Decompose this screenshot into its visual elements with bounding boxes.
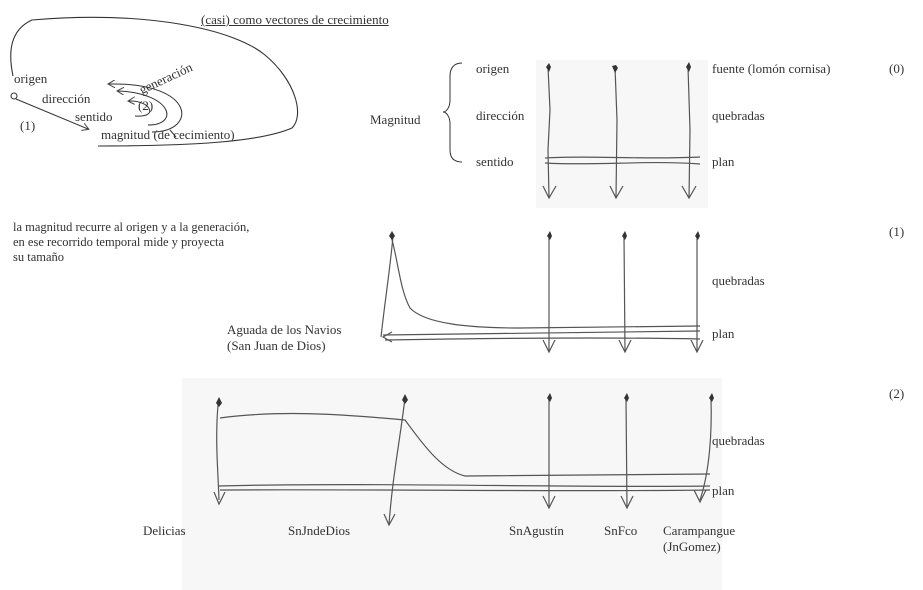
diagram0-right-quebradas: quebradas [712,108,765,123]
diagram1-left-label-line-2: (San Juan de Dios) [227,338,326,353]
concept-step-2: (2) [138,98,154,113]
diagram1-right-plan: plan [712,326,735,341]
diagram0-left-sentido: sentido [476,154,514,169]
diagram0-sources [546,62,691,73]
concept-step-1: (1) [20,118,36,133]
diagram0-bracket [442,62,463,163]
diagram0-right-fuente: fuente (lomón cornisa) [712,61,831,76]
concept-direction-label: dirección [42,91,91,106]
place-delicias: Delicias [143,523,186,538]
diagram2-number: (2) [889,386,905,401]
page-title: (casi) como vectores de crecimiento [201,12,389,27]
concept-note-line-1: la magnitud recurre al origen y a la gen… [13,220,250,234]
diagram2-right-plan: plan [712,483,735,498]
diagram1-right-quebradas: quebradas [712,273,765,288]
concept-sense-label: sentido [75,109,113,124]
diagram2-right-quebradas: quebradas [712,433,765,448]
place-snagustin: SnAgustín [509,523,564,538]
diagram0-left-direccion: dirección [476,108,525,123]
diagram1-number: (1) [889,224,905,239]
diagram0-lines [542,66,701,200]
place-jngomez: (JnGomez) [663,539,721,554]
diagram0-left-origen: origen [476,61,510,76]
diagram0-number: (0) [889,61,905,76]
diagram2-sources [216,393,714,407]
place-carampangue: Carampangue [663,523,736,538]
concept-magnitude-label: magnitud (de cecimiento) [101,127,235,142]
concept-loop [10,16,299,147]
diagram1-lines [380,235,704,354]
diagram0-bracket-label: Magnitud [370,112,421,127]
concept-origin-label: origen [14,71,48,86]
concept-note-line-2: en ese recorrido temporal mide y proyect… [13,235,225,249]
place-snfco: SnFco [604,523,638,538]
origin-marker [10,92,18,100]
sketch-panel-0 [536,60,708,208]
concept-note-line-3: su tamaño [13,250,65,264]
diagram0-right-plan: plan [712,154,735,169]
concept-arrows [15,84,183,133]
diagram1-sources [389,231,700,240]
diagram1-left-label-line-1: Aguada de los Navios [227,322,342,337]
place-snjndedios: SnJndeDios [288,523,351,538]
diagram2-lines [213,397,712,527]
